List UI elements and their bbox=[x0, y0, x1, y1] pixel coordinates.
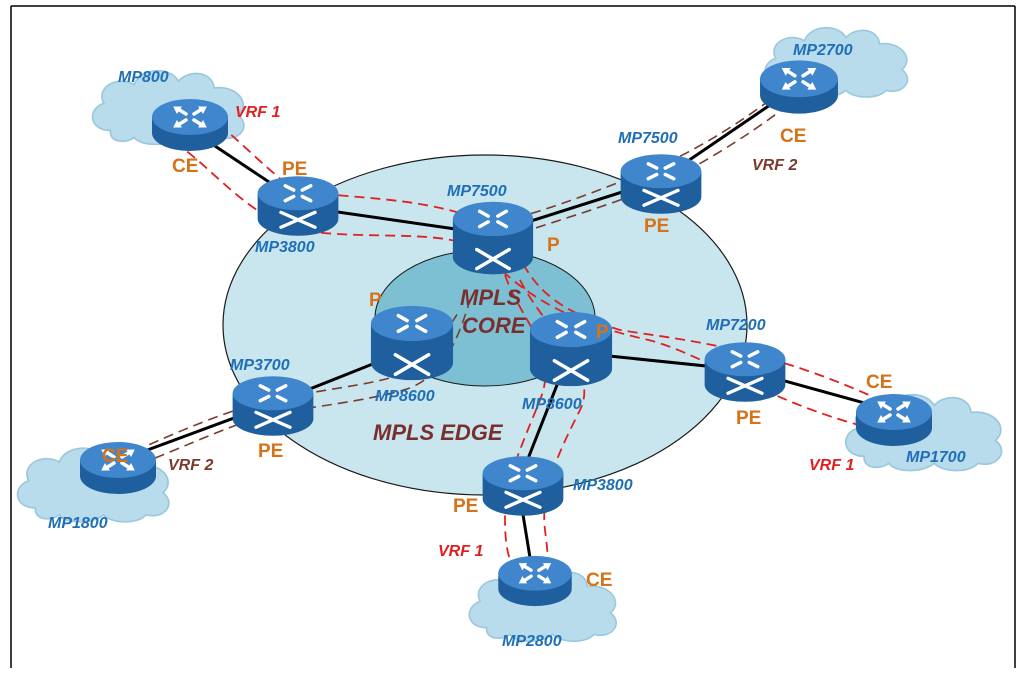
device-name-ce-tl: MP800 bbox=[118, 69, 169, 86]
role-ce-r: CE bbox=[866, 372, 892, 393]
role-ce-l: CE bbox=[102, 446, 128, 467]
router-ce-r bbox=[854, 392, 934, 448]
vrf-label-tl: VRF 1 bbox=[235, 104, 280, 121]
device-name-p-top: MP7500 bbox=[447, 183, 507, 200]
router-p-left bbox=[369, 304, 455, 383]
page-frame bbox=[10, 5, 1016, 668]
role-pe-b: PE bbox=[453, 496, 478, 517]
role-pe-r: PE bbox=[736, 408, 761, 429]
role-pe-tr: PE bbox=[644, 216, 669, 237]
vrf-label-l: VRF 2 bbox=[168, 457, 213, 474]
vrf-label-tr: VRF 2 bbox=[752, 157, 797, 174]
router-pe-tl bbox=[255, 174, 341, 238]
role-ce-b: CE bbox=[586, 570, 612, 591]
router-ce-tl bbox=[150, 97, 230, 153]
device-name-ce-tr: MP2700 bbox=[793, 42, 853, 59]
device-name-pe-r: MP7200 bbox=[706, 317, 766, 334]
device-name-pe-tr: MP7500 bbox=[618, 130, 678, 147]
router-pe-l bbox=[230, 374, 316, 438]
core-label-line1: MPLS bbox=[460, 285, 521, 310]
role-pe-tl: PE bbox=[282, 159, 307, 180]
role-p-left: P bbox=[369, 290, 382, 311]
device-name-ce-b: MP2800 bbox=[502, 633, 562, 650]
role-ce-tl: CE bbox=[172, 156, 198, 177]
device-name-p-left: MP8600 bbox=[375, 388, 435, 405]
edge-label: MPLS EDGE bbox=[373, 420, 504, 445]
device-name-ce-l: MP1800 bbox=[48, 515, 108, 532]
role-ce-tr: CE bbox=[780, 126, 806, 147]
device-name-pe-b: MP3800 bbox=[573, 477, 633, 494]
role-p-right: P bbox=[596, 322, 609, 343]
vrf-label-b: VRF 1 bbox=[438, 543, 483, 560]
router-ce-tr bbox=[758, 58, 840, 116]
router-pe-tr bbox=[618, 152, 704, 216]
device-name-pe-tl: MP3800 bbox=[255, 239, 315, 256]
router-pe-b bbox=[480, 454, 566, 518]
role-pe-l: PE bbox=[258, 441, 283, 462]
router-ce-b bbox=[496, 554, 574, 608]
role-p-top: P bbox=[547, 235, 560, 256]
device-name-p-right: MP8600 bbox=[522, 396, 582, 413]
vrf-label-r: VRF 1 bbox=[809, 457, 854, 474]
device-name-pe-l: MP3700 bbox=[230, 357, 290, 374]
router-p-top bbox=[451, 199, 535, 277]
router-pe-r bbox=[702, 340, 788, 404]
core-label-line2: CORE bbox=[462, 313, 527, 338]
device-name-ce-r: MP1700 bbox=[906, 449, 966, 466]
